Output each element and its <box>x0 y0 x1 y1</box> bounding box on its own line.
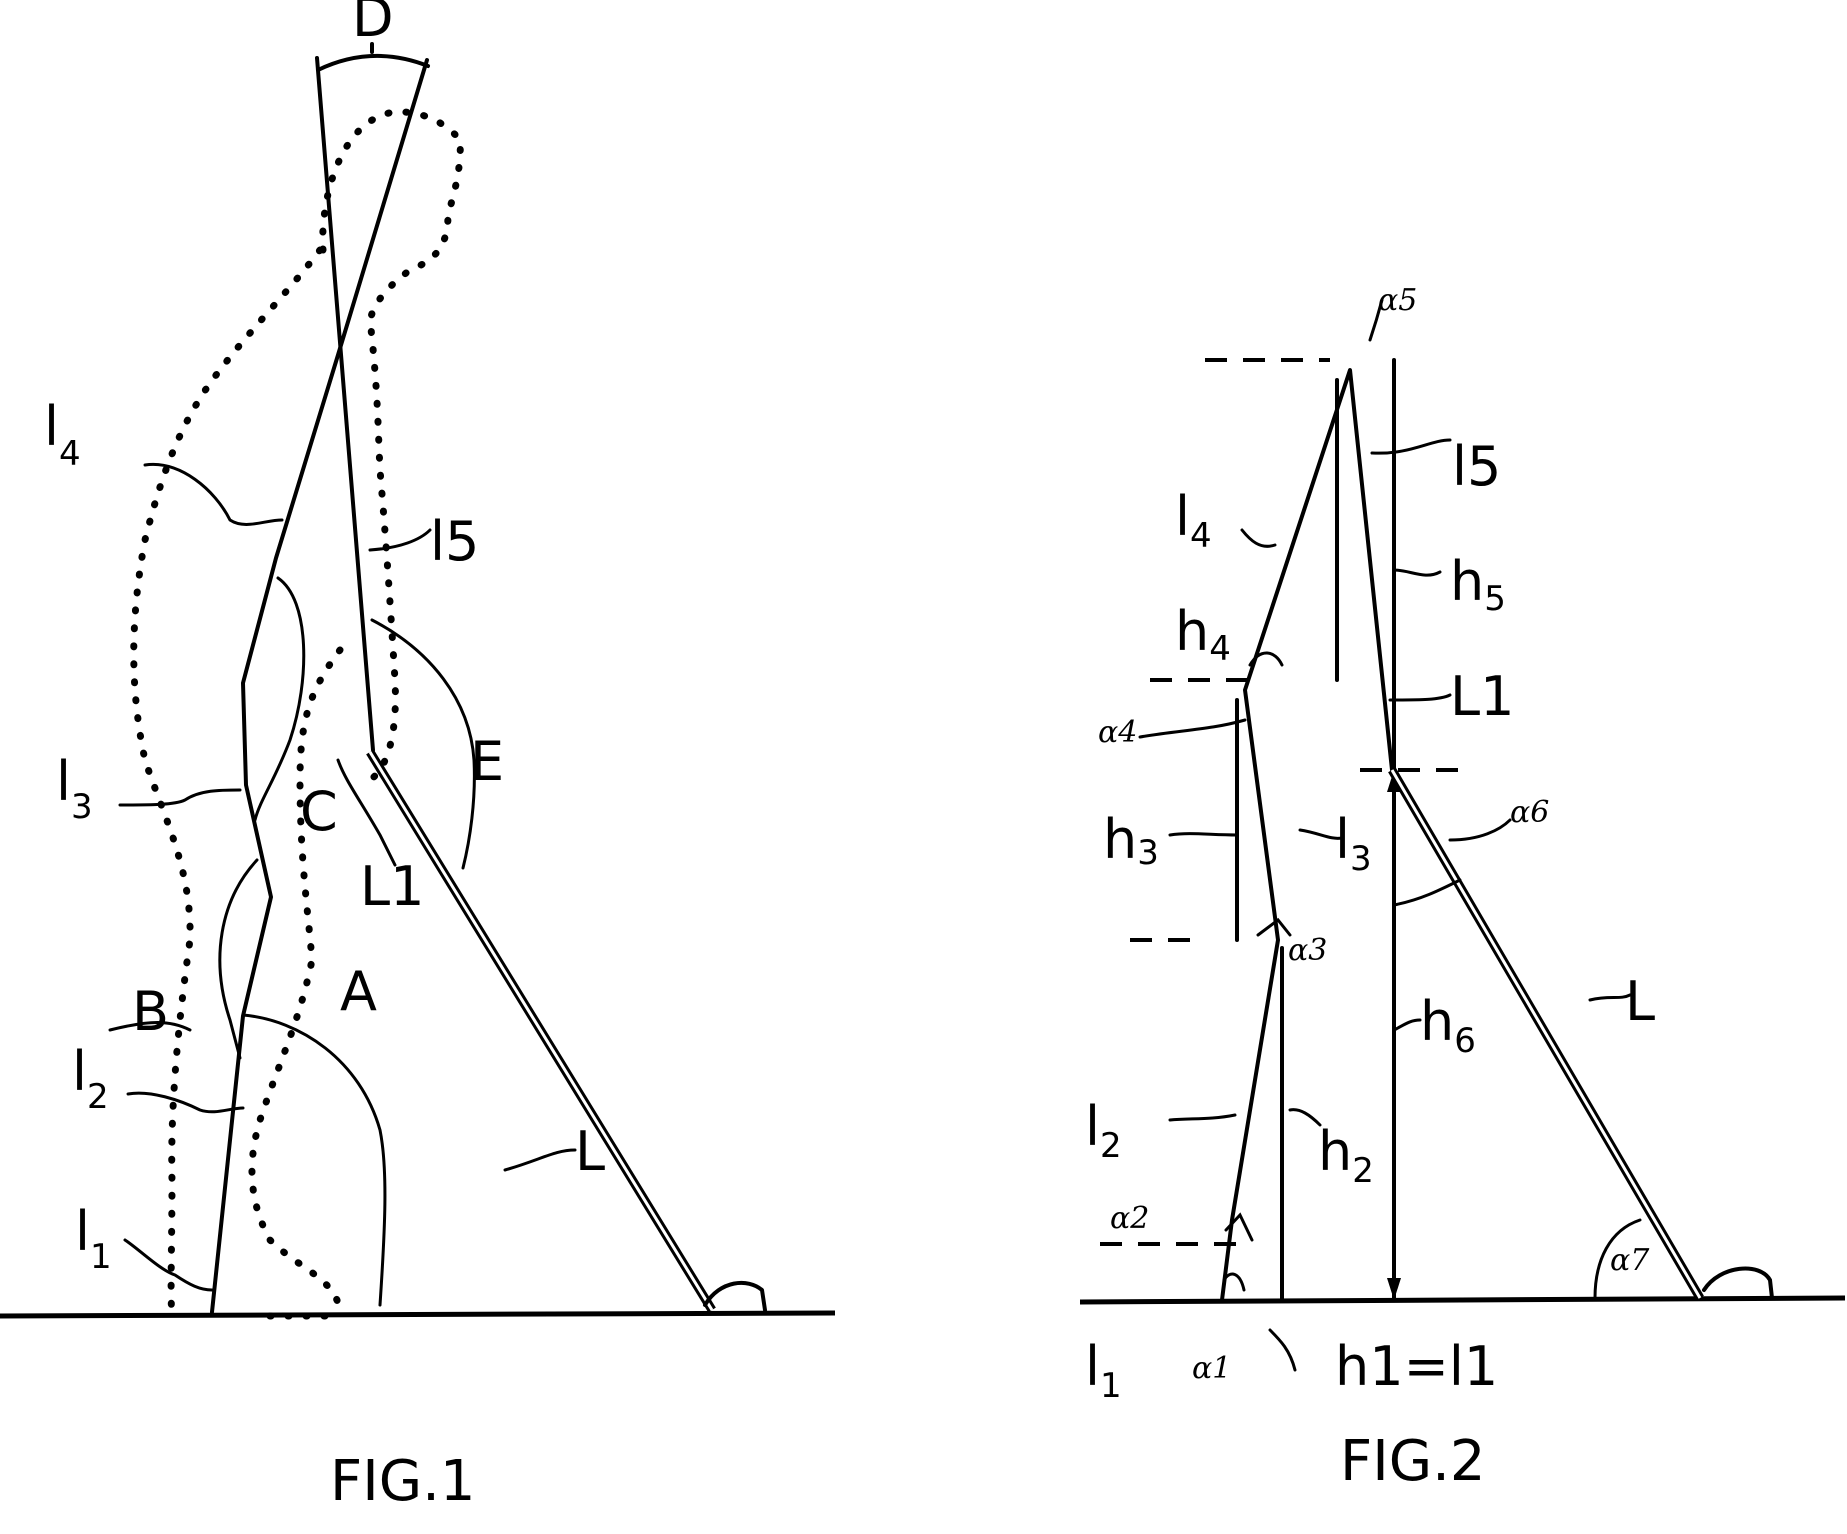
fig2-l4-leader <box>1240 528 1277 548</box>
fig1-label-A: A <box>340 960 377 1023</box>
fig2-alpha1-arc <box>1222 1272 1246 1292</box>
fig2-h3-leader <box>1168 832 1239 837</box>
fig2-label-L1: L1 <box>1450 665 1514 728</box>
fig2-label-h1-equals-l1: h1=l1 <box>1335 1335 1498 1398</box>
fig1-l1-leader <box>123 1238 214 1292</box>
fig2-label-h5: h5 <box>1450 550 1506 619</box>
fig1-rear-trunk-line <box>315 56 375 752</box>
fig2-alpha4-leader <box>1138 718 1247 739</box>
fig1-B-leader <box>108 1021 192 1032</box>
fig2-alpha7-arc <box>1593 1218 1642 1300</box>
fig1-label-l4: l4 <box>44 395 81 474</box>
fig2-h1-leader <box>1268 1328 1297 1372</box>
fig2-label-alpha2: α2 <box>1110 1201 1149 1236</box>
fig2-label-l4: l4 <box>1175 485 1212 556</box>
fig1-dotted-silhouette-front <box>319 108 464 784</box>
fig2-label-alpha5: α5 <box>1378 283 1417 318</box>
fig1-label-l5: l5 <box>430 510 479 573</box>
fig2-label-h6: h6 <box>1420 990 1476 1061</box>
fig2-label-l5: l5 <box>1452 435 1501 498</box>
fig1-ground-line <box>0 1310 836 1319</box>
fig2-alpha3-arc <box>1256 917 1292 937</box>
fig2-alpha5-leader <box>1368 298 1384 342</box>
fig2-h2-leader <box>1288 1108 1322 1127</box>
fig1-label-l2: l2 <box>72 1040 109 1117</box>
fig1-l5-leader <box>368 528 432 552</box>
fig1-L-leader <box>503 1148 577 1172</box>
fig2-label-alpha3: α3 <box>1288 933 1327 968</box>
fig1-label-L1: L1 <box>360 855 424 918</box>
fig2-label-h4: h4 <box>1175 600 1231 669</box>
fig2-ground-line <box>1079 1295 1846 1305</box>
fig2-label-alpha1: α1 <box>1192 1351 1231 1386</box>
fig2-alpha2-arc <box>1224 1212 1254 1242</box>
fig2-h5-leader <box>1392 568 1442 577</box>
fig2-alpha6-arc <box>1392 878 1462 907</box>
fig2-L1-leader <box>1388 693 1452 702</box>
fig1-label-C: C <box>300 780 338 843</box>
fig1-angle-A-arc <box>241 1013 387 1307</box>
fig2-label-L: L <box>1625 970 1655 1033</box>
fig1-label-l3: l3 <box>56 750 93 827</box>
fig1-l2-leader <box>126 1091 245 1114</box>
figure-1: D l4 l5 l3 l2 l1 A B C E L L1 FIG.1 <box>0 0 836 1514</box>
fig2-label-alpha6: α6 <box>1510 795 1549 830</box>
fig1-angle-D-arc <box>316 53 430 72</box>
fig1-pole-foot <box>703 1281 767 1312</box>
fig2-h6-arrowhead <box>1387 1278 1401 1300</box>
fig2-label-alpha4: α4 <box>1098 715 1137 750</box>
fig1-front-body-line <box>210 58 429 1314</box>
fig2-caption: FIG.2 <box>1340 1429 1486 1494</box>
fig1-angle-B-arc <box>218 858 259 1060</box>
fig1-label-E: E <box>470 730 504 793</box>
fig1-caption: FIG.1 <box>330 1449 476 1514</box>
fig2-label-h3: h3 <box>1103 808 1159 873</box>
fig1-angle-C-arc <box>253 576 306 822</box>
fig2-pole-foot <box>1702 1266 1774 1300</box>
figure-2: α5 l5 l4 h5 h4 L1 α4 h3 l3 α6 α3 h6 L l2… <box>1079 283 1846 1494</box>
fig2-h6-leader <box>1392 1018 1422 1032</box>
fig2-l2-leader <box>1168 1113 1237 1122</box>
fig2-l5-leader <box>1370 438 1452 455</box>
fig2-body-segments <box>1220 368 1394 1302</box>
fig1-label-D: D <box>352 0 394 49</box>
fig1-label-B: B <box>132 980 169 1043</box>
fig1-label-l1: l1 <box>75 1200 112 1277</box>
fig1-l4-leader <box>143 462 284 526</box>
fig1-dotted-silhouette-leg <box>248 646 344 1320</box>
fig2-label-alpha7: α7 <box>1610 1243 1650 1278</box>
fig2-label-l1: l1 <box>1085 1335 1122 1406</box>
fig2-alpha6-leader <box>1448 818 1512 842</box>
fig2-label-l3: l3 <box>1335 808 1372 879</box>
fig2-label-h2: h2 <box>1318 1120 1374 1191</box>
fig2-alpha4-arc <box>1248 651 1284 667</box>
fig1-label-L: L <box>575 1120 605 1183</box>
fig1-l3-leader <box>118 788 242 807</box>
fig2-l3-leader <box>1298 828 1344 840</box>
fig1-L1-leader <box>336 758 397 867</box>
fig1-angle-E-arc <box>370 618 476 870</box>
fig2-label-l2: l2 <box>1085 1095 1122 1166</box>
fig2-L-leader <box>1588 993 1632 1002</box>
